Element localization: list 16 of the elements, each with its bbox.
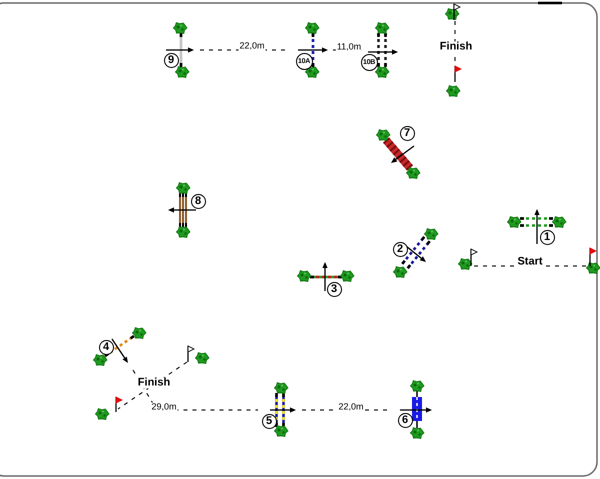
fence-number: 3 [326, 282, 342, 296]
fence-number: 8 [190, 194, 206, 208]
fence-number: 6 [398, 412, 412, 428]
distance-label: 22,0m [238, 42, 266, 50]
fence-number: 4 [98, 340, 114, 354]
distance-label: 22,0m [338, 402, 364, 412]
start-label: Start [516, 256, 544, 268]
finish-label: Finish [136, 378, 172, 388]
fence-number: 7 [400, 126, 414, 140]
finish-label: Finish [438, 42, 474, 52]
distance-label: 11,0m [336, 42, 362, 52]
fence-number: 2 [392, 242, 408, 256]
fence-number: 1 [540, 230, 554, 244]
distance-label: 29,0m [150, 402, 178, 412]
fence-number: 9 [164, 52, 178, 68]
fence-number: 5 [262, 414, 276, 428]
